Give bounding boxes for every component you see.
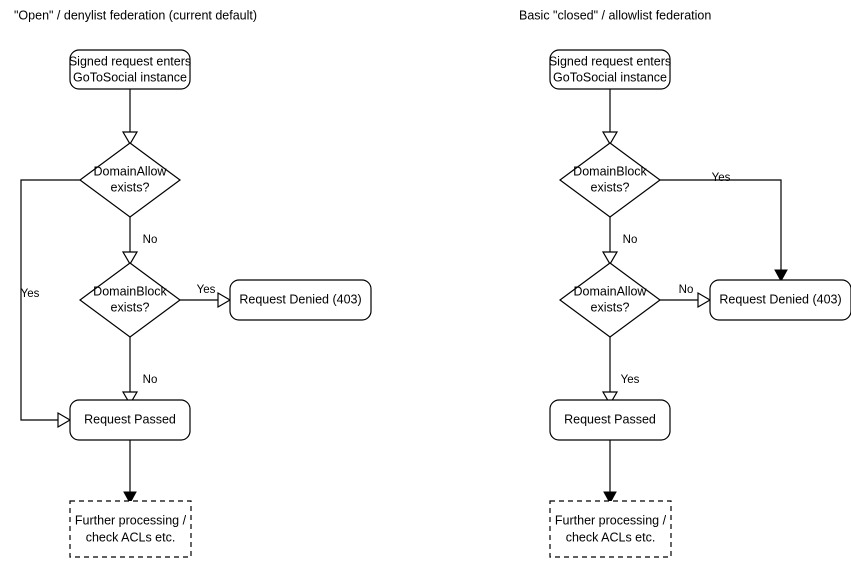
edge-domainallow-yes-to-passed: Yes — [601, 337, 640, 406]
node-further-processing-left: Further processing / check ACLs etc. — [69, 500, 192, 558]
edge-domainblock-no-to-domainallow: No — [601, 217, 638, 266]
edge-domainblock-no-to-passed: No — [121, 337, 158, 406]
edge-label-allow-no: No — [679, 284, 694, 296]
edge-label-block-yes: Yes — [712, 172, 731, 184]
arrowhead-open-icon — [121, 251, 139, 266]
edge-domainblock-yes-to-denied: Yes — [660, 172, 788, 283]
arrowhead-solid-icon — [603, 491, 617, 505]
domainblock-label-line2: exists? — [591, 180, 630, 194]
arrowhead-open-icon — [601, 251, 619, 266]
node-decision-domainblock-right: DomainBlock exists? — [558, 142, 662, 218]
arrowhead-solid-icon — [774, 269, 788, 283]
node-entry-left: Signed request enters GoToSocial instanc… — [69, 49, 191, 90]
request-denied-box-shape — [229, 279, 372, 321]
edge-domainallow-yes-to-passed: Yes — [20, 179, 80, 429]
domainallow-label-line2: exists? — [591, 300, 630, 314]
edge-passed-to-further-right — [603, 440, 617, 505]
node-further-processing-right: Further processing / check ACLs etc. — [549, 500, 672, 558]
panel-closed-allowlist: Basic "closed" / allowlist federation Si… — [519, 8, 851, 558]
entry-label-line1: Signed request enters — [69, 54, 191, 68]
arrowhead-open-icon — [601, 391, 619, 406]
edge-label-allow-no: No — [143, 234, 158, 246]
node-request-passed-left: Request Passed — [69, 399, 191, 441]
node-request-denied-right: Request Denied (403) — [709, 279, 851, 321]
further-processing-box-shape — [549, 500, 672, 558]
domainallow-label-line1: DomainAllow — [94, 164, 168, 178]
arrowhead-open-icon — [601, 131, 619, 146]
further-processing-label-line2: check ACLs etc. — [86, 530, 176, 544]
edge-passed-to-further-left — [123, 440, 137, 505]
node-request-denied-left: Request Denied (403) — [229, 279, 372, 321]
edge-domainblock-yes-to-denied: Yes — [180, 284, 232, 309]
domainallow-label-line1: DomainAllow — [574, 284, 648, 298]
arrowhead-open-icon — [697, 291, 712, 309]
domainblock-label-line2: exists? — [111, 300, 150, 314]
panel-title-open-denylist: "Open" / denylist federation (current de… — [14, 8, 257, 22]
arrowhead-open-icon — [217, 291, 232, 309]
edge-label-block-yes: Yes — [197, 284, 216, 296]
panel-title-closed-allowlist: Basic "closed" / allowlist federation — [519, 8, 711, 22]
further-processing-box-shape — [69, 500, 192, 558]
edge-domainallow-no-to-denied: No — [660, 284, 712, 309]
edge-domainallow-no-to-domainblock: No — [121, 217, 158, 266]
node-request-passed-right: Request Passed — [549, 399, 671, 441]
domainallow-label-line2: exists? — [111, 180, 150, 194]
further-processing-label-line1: Further processing / — [555, 513, 667, 527]
edge-label-block-no: No — [143, 374, 158, 386]
request-denied-box-shape — [709, 279, 851, 321]
arrowhead-open-icon — [121, 131, 139, 146]
node-entry-right: Signed request enters GoToSocial instanc… — [549, 49, 671, 90]
edge-entry-to-domainallow — [121, 89, 139, 146]
edge-entry-to-domainblock — [601, 89, 619, 146]
edge-label-allow-yes: Yes — [621, 374, 640, 386]
request-passed-label: Request Passed — [84, 412, 176, 426]
arrowhead-open-icon — [57, 411, 72, 429]
request-passed-label: Request Passed — [564, 412, 656, 426]
entry-label-line2: GoToSocial instance — [553, 70, 667, 84]
edge-label-allow-yes: Yes — [21, 288, 40, 300]
further-processing-label-line2: check ACLs etc. — [566, 530, 656, 544]
node-decision-domainblock-left: DomainBlock exists? — [78, 262, 182, 338]
entry-label-line2: GoToSocial instance — [73, 70, 187, 84]
edge-label-block-no: No — [623, 234, 638, 246]
domainblock-label-line1: DomainBlock — [93, 284, 167, 298]
node-decision-domainallow-right: DomainAllow exists? — [558, 262, 662, 338]
request-denied-label: Request Denied (403) — [239, 292, 361, 306]
entry-label-line1: Signed request enters — [549, 54, 671, 68]
request-denied-label: Request Denied (403) — [719, 292, 841, 306]
arrowhead-open-icon — [121, 391, 139, 406]
further-processing-label-line1: Further processing / — [75, 513, 187, 527]
domainblock-label-line1: DomainBlock — [573, 164, 647, 178]
arrowhead-solid-icon — [123, 491, 137, 505]
node-decision-domainallow-left: DomainAllow exists? — [78, 142, 182, 218]
panel-open-denylist: "Open" / denylist federation (current de… — [14, 8, 372, 558]
